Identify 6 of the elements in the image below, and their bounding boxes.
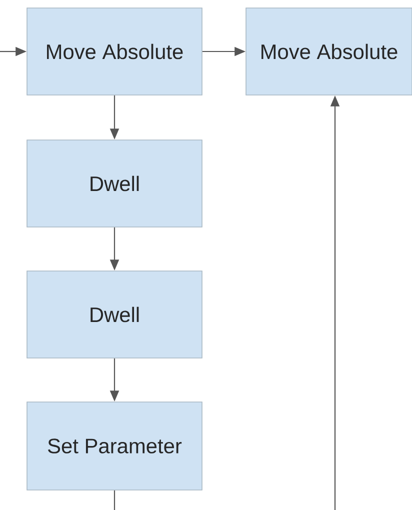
process-box: Dwell bbox=[26, 140, 202, 228]
process-box: Move Absolute bbox=[246, 8, 412, 96]
process-box: Move Absolute bbox=[26, 8, 202, 96]
connector-line bbox=[114, 490, 116, 510]
process-box: Dwell bbox=[26, 270, 202, 358]
process-box: Set Parameter bbox=[26, 402, 202, 490]
